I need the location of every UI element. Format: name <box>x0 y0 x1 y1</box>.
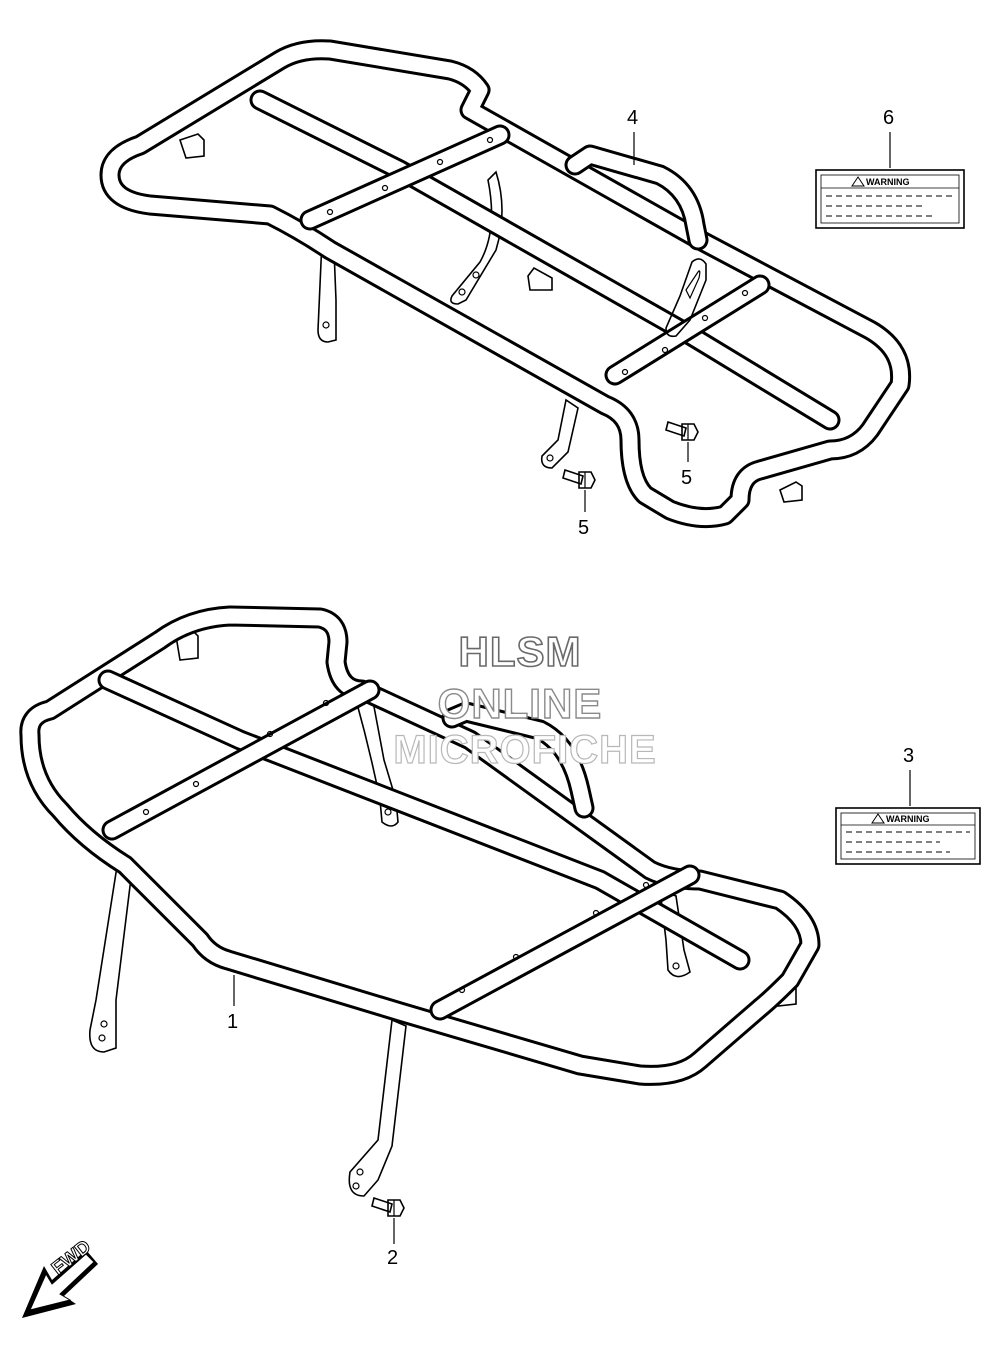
callout-4: 4 <box>627 107 639 129</box>
callout-1: 1 <box>227 1011 239 1033</box>
warning-label-6-text: WARNING <box>866 177 910 187</box>
lower-rack-frame <box>19 605 821 1086</box>
bolt-part-5a <box>665 420 699 441</box>
callout-5b: 5 <box>578 517 590 539</box>
warning-label-part-6 <box>815 169 965 229</box>
rear-carrier-upper <box>99 39 912 529</box>
upper-rack-grab-handle <box>564 144 709 251</box>
callout-2: 2 <box>387 1247 399 1269</box>
callout-5a: 5 <box>681 467 693 489</box>
fwd-arrow-icon <box>22 1250 98 1318</box>
callout-6: 6 <box>883 107 895 129</box>
callout-3: 3 <box>903 745 915 767</box>
upper-rack-frame <box>99 39 912 529</box>
warning-label-part-3 <box>835 807 981 865</box>
watermark-line-2: ONLINE <box>437 679 603 727</box>
watermark-line-1: HLSM <box>458 627 582 676</box>
watermark-line-3: MICROFICHE <box>393 727 657 772</box>
bolt-part-5b <box>562 468 596 489</box>
warning-label-3-text: WARNING <box>886 814 930 824</box>
bolt-part-2 <box>371 1196 405 1217</box>
front-carrier-lower <box>19 605 821 1197</box>
lower-rack-grab-handle <box>441 701 595 819</box>
